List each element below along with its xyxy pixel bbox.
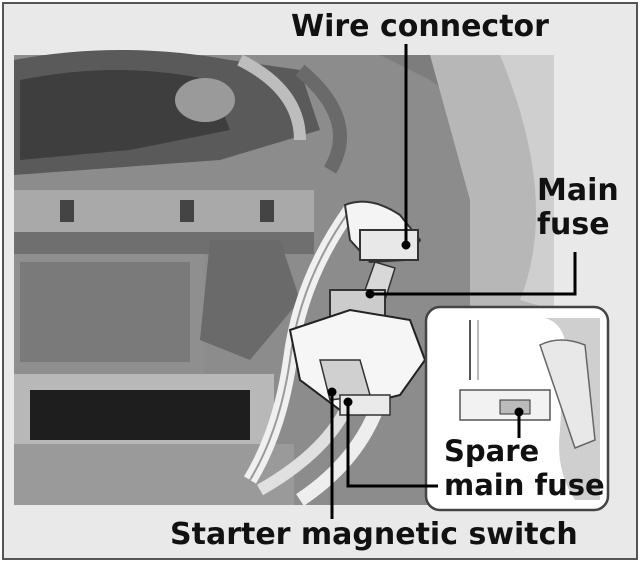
main-fuse-label-line2: fuse — [537, 207, 610, 242]
main-fuse-label-line1: Main — [537, 173, 619, 208]
starter-magnetic-switch-label: Starter magnetic switch — [170, 517, 578, 552]
wire-connector-label: Wire connector — [291, 9, 549, 44]
spare-main-fuse-label-line1: Spare — [444, 434, 540, 468]
photo-illustration — [14, 50, 554, 506]
leader-lines — [327, 44, 577, 519]
spare-main-fuse-label-line2: main fuse — [444, 468, 605, 502]
starter-leader-b — [346, 402, 438, 488]
main-fuse-leader — [370, 252, 577, 296]
